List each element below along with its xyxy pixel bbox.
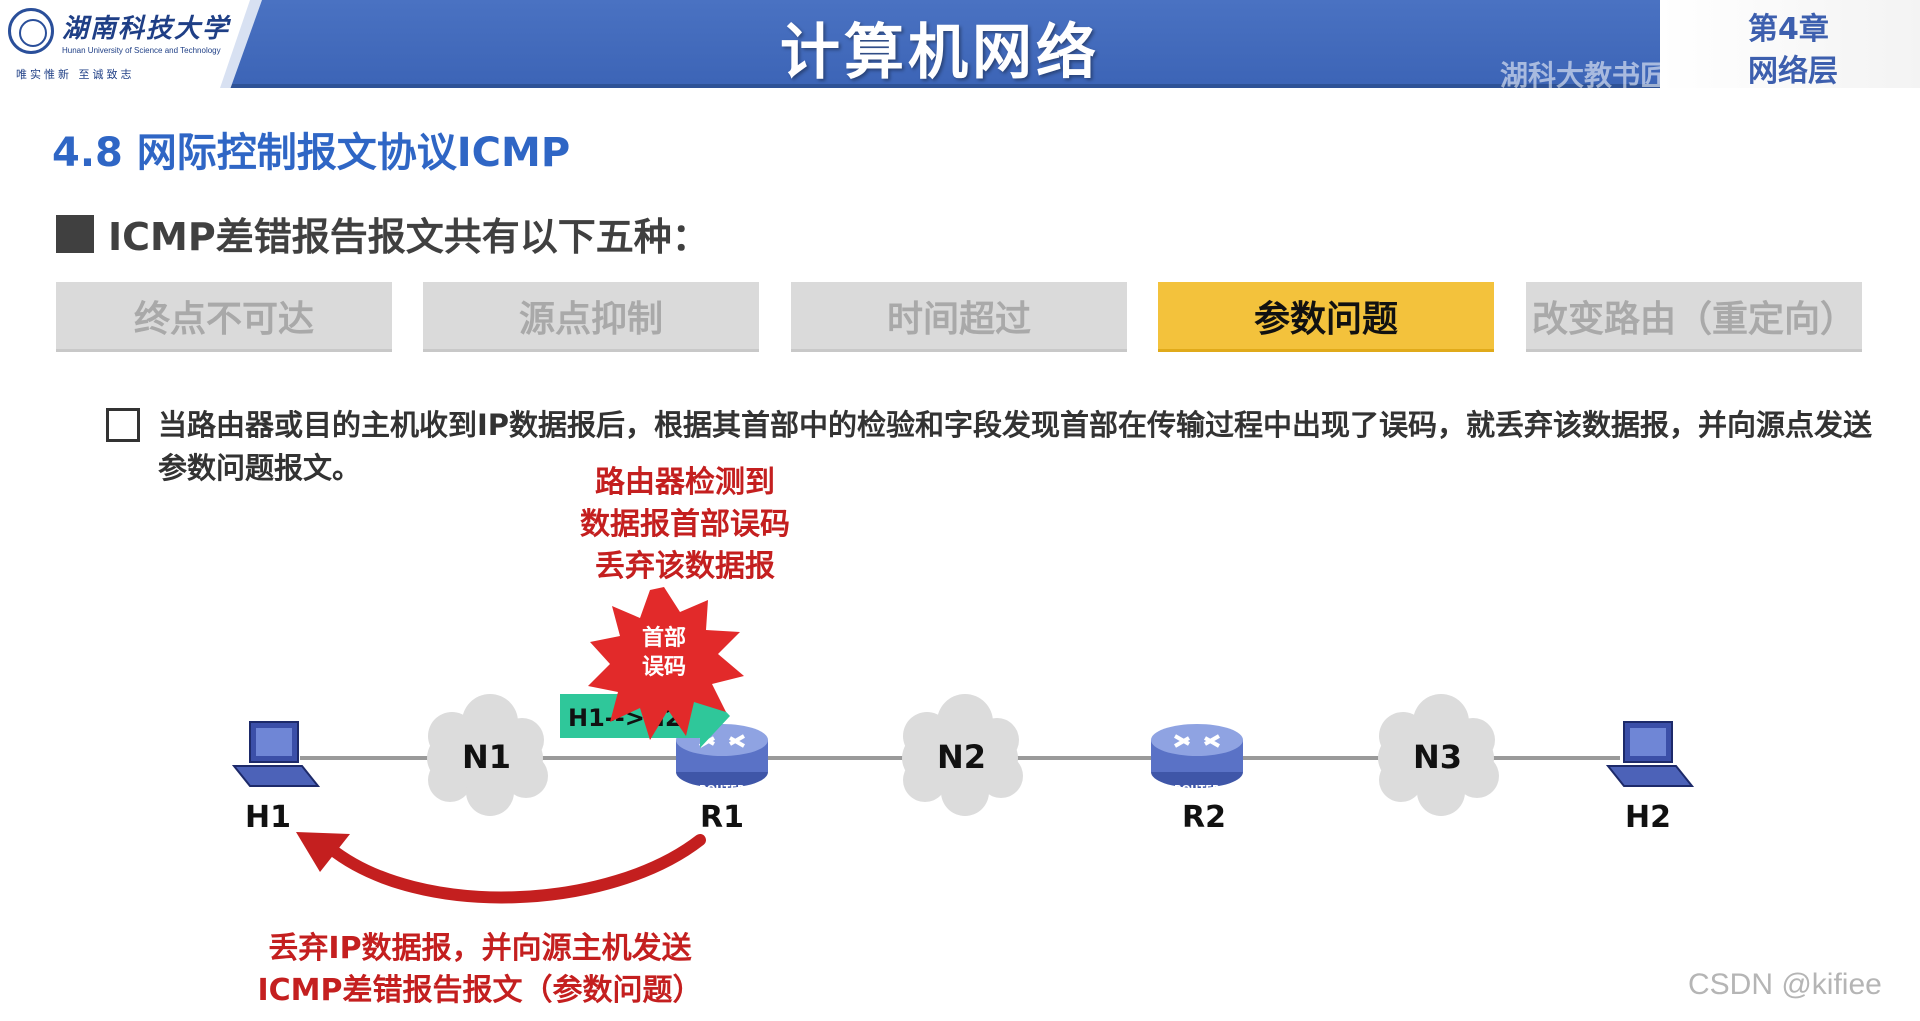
header-shade [1660,0,1920,88]
university-emblem-icon [8,8,54,54]
checkbox-icon [106,408,140,442]
annotation-line: 数据报首部误码 [580,507,790,542]
host-h2-icon [1605,721,1695,787]
description-text: 当路由器或目的主机收到IP数据报后，根据其首部中的检验和字段发现首部在传输过程中… [158,408,1873,485]
chapter-number: 第4章 [1748,12,1829,47]
course-title: 计算机网络 [780,18,1100,88]
network-diagram: 路由器检测到 数据报首部误码 丢弃该数据报 [0,440,1920,1021]
host-h1-label: H1 [245,800,291,835]
annotation-line: 丢弃该数据报 [595,549,775,584]
section-title: 4.8 网际控制报文协议ICMP [52,130,571,176]
cloud-n3-icon [1378,694,1499,816]
header-band [0,0,1660,88]
burst-line: 首部 [642,625,686,651]
tab-parameter-problem[interactable]: 参数问题 [1158,282,1494,352]
university-motto: 唯实惟新 至诚致志 [16,68,135,81]
university-name: 湖南科技大学 [62,14,231,44]
icmp-send-annotation: 丢弃IP数据报，并向源主机发送 ICMP差错报告报文（参数问题） [230,928,730,1012]
header-divider [0,84,1660,88]
router-r1-label: R1 [700,800,744,835]
network-n3-label: N3 [1413,738,1463,776]
tab-source-quench[interactable]: 源点抑制 [423,282,759,352]
slide-header: 湖南科技大学 Hunan University of Science and T… [0,0,1920,92]
network-n2-label: N2 [937,738,987,776]
router-r1-tag: ROUTER [699,784,745,795]
cloud-n1-icon [427,694,548,816]
tab-time-exceeded[interactable]: 时间超过 [791,282,1127,352]
annotation-line: 丢弃IP数据报，并向源主机发送 [268,931,692,966]
router-detect-annotation: 路由器检测到 数据报首部误码 丢弃该数据报 [540,462,830,588]
error-burst-icon: 首部 误码 [588,587,744,740]
corner-watermark: CSDN @kifiee [1688,968,1882,1001]
network-n1-label: N1 [462,738,512,776]
annotation-line: 路由器检测到 [595,465,775,500]
error-type-tabs: 终点不可达 源点抑制 时间超过 参数问题 改变路由（重定向） [56,282,1862,352]
subtitle-text: ICMP差错报告报文共有以下五种： [108,215,710,259]
tab-destination-unreachable[interactable]: 终点不可达 [56,282,392,352]
subtitle: ICMP差错报告报文共有以下五种： [56,206,710,261]
university-name-en: Hunan University of Science and Technolo… [62,46,221,55]
header-watermark: 湖科大教书匠 [1500,59,1669,92]
tab-redirect[interactable]: 改变路由（重定向） [1526,282,1862,352]
host-h1-icon [231,721,321,787]
icmp-return-arrow [296,832,706,904]
cloud-n2-icon [902,694,1023,816]
host-h2-label: H2 [1625,800,1671,835]
annotation-line: ICMP差错报告报文（参数问题） [257,973,703,1008]
bullet-square-icon [56,214,94,253]
university-logo: 湖南科技大学 Hunan University of Science and T… [0,0,250,88]
router-r2-icon: ROUTER [1151,724,1243,795]
router-r2-tag: ROUTER [1174,784,1220,795]
chapter-name: 网络层 [1748,54,1838,89]
burst-line: 误码 [642,655,686,680]
router-r2-label: R2 [1182,800,1226,835]
diagram-canvas: ROUTER ROUTER H1-->H2 首部 误码 [231,587,1695,904]
